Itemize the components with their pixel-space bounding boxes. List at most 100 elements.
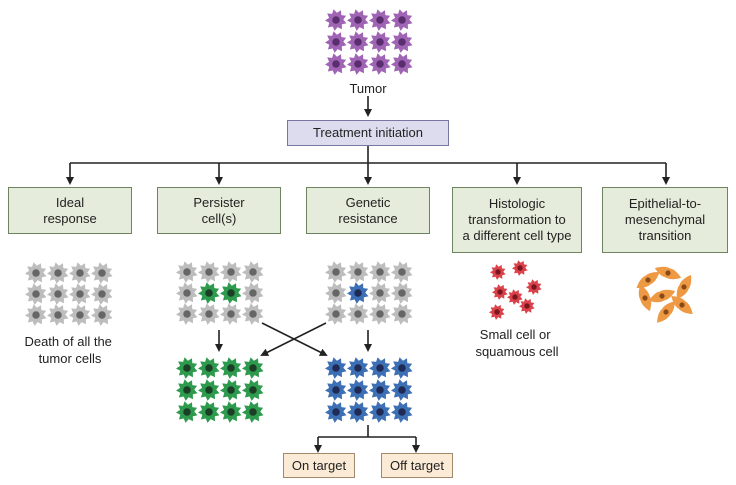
category-emt: Epithelial-to- mesenchymal transition: [602, 187, 728, 253]
dead-cell: [25, 283, 47, 305]
tumor-cell: [347, 9, 369, 31]
genetic-cell: [369, 261, 391, 283]
genetic-cell: [369, 303, 391, 325]
histologic-caption-line-2: squamous cell: [475, 344, 558, 359]
resistant-cell: [391, 379, 413, 401]
category-ideal-response: Ideal response: [8, 187, 132, 234]
tumor-cell: [391, 31, 413, 53]
genetic-expanded-cluster: [325, 357, 413, 423]
persister-expanded-cell: [242, 401, 264, 423]
persister-cell: [176, 261, 198, 283]
genetic-cell: [391, 303, 413, 325]
transformed-cell: [492, 284, 508, 300]
dead-cell: [47, 283, 69, 305]
dead-cell: [69, 304, 91, 326]
transformed-cell: [519, 298, 535, 314]
persister-expanded-cell: [198, 401, 220, 423]
transformed-cell: [512, 260, 528, 276]
genetic-cell: [369, 282, 391, 304]
genetic-cell: [325, 282, 347, 304]
persister-expanded-cell: [220, 401, 242, 423]
resistant-cell: [347, 401, 369, 423]
category-genetic-resistance: Genetic resistance: [306, 187, 430, 234]
mesenchymal-cell: [636, 271, 660, 289]
persister-cell: [176, 282, 198, 304]
dead-cell: [91, 283, 113, 305]
arrow-cross-to-green: [260, 322, 327, 356]
ideal-dead-cell-cluster: [25, 262, 113, 326]
mesenchymal-cell: [671, 296, 693, 314]
persister-expanded-cell: [176, 401, 198, 423]
tumor-cell: [347, 53, 369, 75]
genetic-cell: [325, 303, 347, 325]
tumor-cell: [369, 53, 391, 75]
persister-expanded-cluster: [176, 357, 264, 423]
ideal-caption-line-1: Death of all the: [24, 334, 111, 349]
tumor-cell: [369, 9, 391, 31]
genetic-cell: [347, 303, 369, 325]
tumor-cell: [391, 9, 413, 31]
resistant-cell: [325, 379, 347, 401]
persister-expanded-cell: [198, 379, 220, 401]
mesenchymal-cell: [638, 284, 652, 312]
persister-expanded-cell: [220, 379, 242, 401]
ideal-caption: Death of all the tumor cells: [24, 334, 115, 366]
histologic-caption-line-1: Small cell or: [480, 327, 551, 342]
dead-cell: [25, 304, 47, 326]
resistant-cell: [369, 379, 391, 401]
persister-cell: [198, 303, 220, 325]
category-histologic-transformation: Histologic transformation to a different…: [452, 187, 582, 253]
persister-cell: [220, 303, 242, 325]
transformed-cell: [507, 289, 523, 305]
dead-cell: [69, 283, 91, 305]
tumor-label: Tumor: [349, 81, 387, 96]
resistant-cell: [369, 401, 391, 423]
persister-cell: [242, 282, 264, 304]
persister-cell: [198, 282, 220, 304]
emt-cell-cluster: [636, 266, 693, 323]
genetic-cell: [391, 282, 413, 304]
treatment-initiation-box: Treatment initiation: [287, 120, 449, 146]
off-target-box: Off target: [381, 453, 453, 478]
tumor-cell: [369, 31, 391, 53]
dead-cell: [91, 262, 113, 284]
persister-cell: [242, 261, 264, 283]
persister-cell: [176, 303, 198, 325]
dead-cell: [25, 262, 47, 284]
resistant-cell: [325, 401, 347, 423]
tumor-cell: [391, 53, 413, 75]
histologic-caption: Small cell or squamous cell: [475, 327, 558, 359]
dead-cell: [69, 262, 91, 284]
mesenchymal-cell: [654, 266, 682, 280]
connectors: [66, 96, 670, 453]
tumor-cell-cluster: [325, 9, 413, 75]
persister-expanded-cell: [176, 379, 198, 401]
persister-expanded-cell: [198, 357, 220, 379]
mesenchymal-cell: [657, 301, 675, 323]
persister-cell: [198, 261, 220, 283]
genetic-cell-cluster: [325, 261, 413, 325]
resistant-cell: [347, 379, 369, 401]
persister-cell: [220, 282, 242, 304]
category-persister-cells: Persister cell(s): [157, 187, 281, 234]
transformed-cell: [489, 304, 505, 320]
histologic-cell-cluster: [489, 260, 542, 320]
resistant-cell: [369, 357, 391, 379]
genetic-cell: [325, 261, 347, 283]
resistant-cell: [391, 401, 413, 423]
persister-expanded-cell: [242, 379, 264, 401]
persister-cell: [242, 303, 264, 325]
transformed-cell: [490, 264, 506, 280]
transformed-cell: [526, 279, 542, 295]
dead-cell: [47, 262, 69, 284]
resistant-cell: [325, 357, 347, 379]
mesenchymal-cell: [648, 289, 676, 303]
tumor-cell: [325, 53, 347, 75]
dead-cell: [91, 304, 113, 326]
persister-expanded-cell: [242, 357, 264, 379]
resistant-cell: [347, 357, 369, 379]
mesenchymal-cell: [676, 274, 692, 300]
genetic-cell: [347, 261, 369, 283]
tumor-cell: [347, 31, 369, 53]
